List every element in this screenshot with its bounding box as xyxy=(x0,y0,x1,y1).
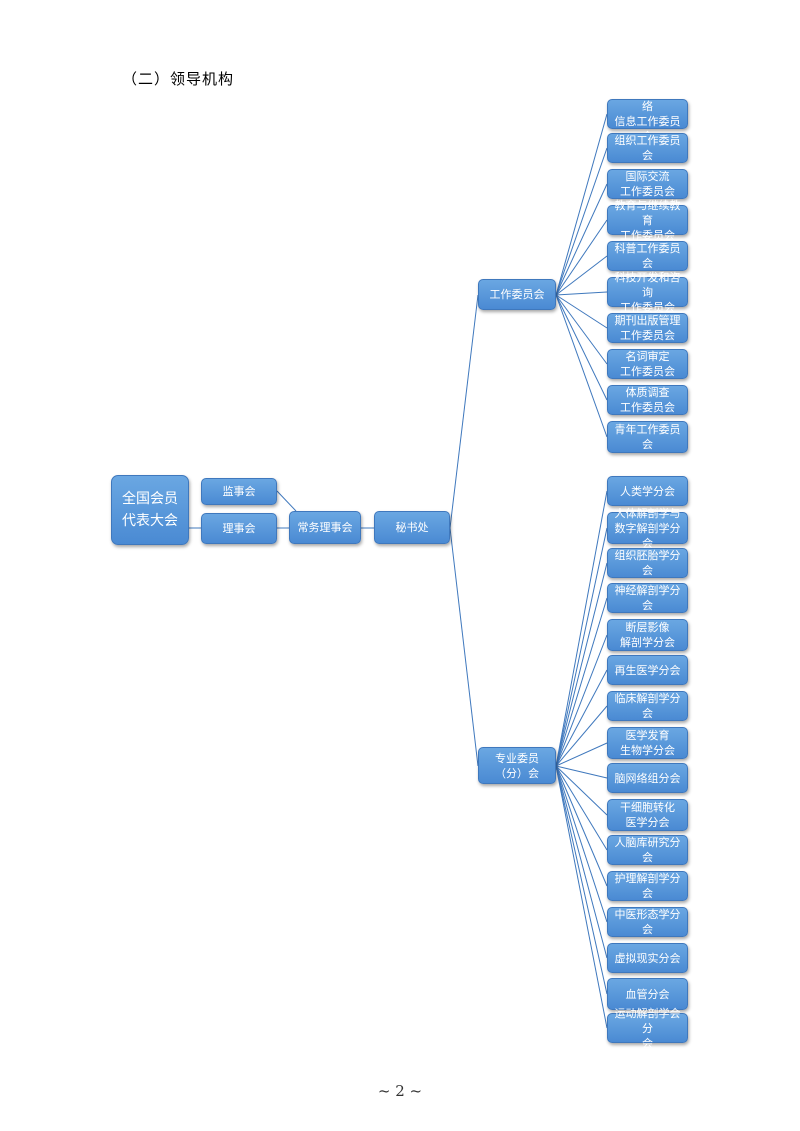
work-committee-10: 青年工作委员会 xyxy=(607,421,688,453)
connector-line-28 xyxy=(555,765,608,887)
connector-line-30 xyxy=(555,765,608,959)
special-committee-2: 人体解剖学与 数字解剖学分会 xyxy=(607,507,688,550)
connector-line-31 xyxy=(555,765,608,995)
node-council: 理事会 xyxy=(201,513,277,544)
node-supervisors: 监事会 xyxy=(201,478,277,505)
connector-line-22 xyxy=(555,669,608,767)
work-committee-8: 名词审定 工作委员会 xyxy=(607,349,688,379)
connector-line-11 xyxy=(555,255,608,296)
connector-line-16 xyxy=(555,294,608,438)
work-committee-5: 科普工作委员会 xyxy=(607,241,688,271)
work-committee-2: 组织工作委员会 xyxy=(607,133,688,163)
special-committee-4: 神经解剖学分会 xyxy=(607,583,688,613)
connector-line-5 xyxy=(449,294,479,529)
node-work-committees: 工作委员会 xyxy=(478,279,556,310)
special-committee-5: 断层影像 解剖学分会 xyxy=(607,619,688,651)
connector-line-24 xyxy=(555,742,608,767)
special-committee-13: 中医形态学分会 xyxy=(607,907,688,937)
connector-line-7 xyxy=(555,113,608,296)
section-heading: （二）领导机构 xyxy=(122,70,235,88)
special-committee-15: 血管分会 xyxy=(607,978,688,1010)
connector-line-10 xyxy=(555,219,608,296)
connector-line-25 xyxy=(555,765,608,779)
connector-line-29 xyxy=(555,765,608,923)
work-committee-6: 科技开发和咨询 工作委员会 xyxy=(607,271,688,314)
work-committee-4: 教育与继续教育 工作委员会 xyxy=(607,199,688,242)
connector-line-17 xyxy=(555,490,608,767)
connector-line-23 xyxy=(555,705,608,767)
node-standing-council: 常务理事会 xyxy=(289,511,361,544)
work-committee-9: 体质调查 工作委员会 xyxy=(607,385,688,415)
connector-line-13 xyxy=(555,294,608,329)
connector-line-2 xyxy=(276,490,297,512)
node-congress: 全国会员 代表大会 xyxy=(111,475,189,545)
special-committee-12: 护理解剖学分会 xyxy=(607,871,688,901)
node-special-committees: 专业委员 （分）会 xyxy=(478,747,556,784)
connector-line-27 xyxy=(555,765,608,851)
connector-line-12 xyxy=(555,291,608,296)
page-number: ~ 2 ~ xyxy=(377,1082,423,1100)
work-committee-3: 国际交流 工作委员会 xyxy=(607,169,688,199)
connector-line-32 xyxy=(555,765,608,1029)
connector-line-21 xyxy=(555,634,608,767)
connector-line-8 xyxy=(555,147,608,296)
connector-line-15 xyxy=(555,294,608,401)
connector-line-18 xyxy=(555,527,608,767)
special-committee-9: 脑网络组分会 xyxy=(607,763,688,793)
special-committee-16: 运动解剖学会分 会 xyxy=(607,1007,688,1050)
connector-line-9 xyxy=(555,183,608,296)
connector-line-19 xyxy=(555,562,608,767)
special-committee-1: 人类学分会 xyxy=(607,476,688,506)
special-committee-14: 虚拟现实分会 xyxy=(607,943,688,973)
work-committee-7: 期刊出版管理 工作委员会 xyxy=(607,313,688,343)
connector-line-6 xyxy=(449,527,479,767)
special-committee-6: 再生医学分会 xyxy=(607,655,688,685)
connector-line-20 xyxy=(555,597,608,767)
special-committee-10: 干细胞转化 医学分会 xyxy=(607,799,688,831)
special-committee-3: 组织胚胎学分会 xyxy=(607,548,688,578)
connector-line-26 xyxy=(555,765,608,816)
special-committee-11: 人脑库研究分会 xyxy=(607,835,688,865)
node-secretariat: 秘书处 xyxy=(374,511,450,544)
connector-line-14 xyxy=(555,294,608,365)
work-committee-1: 学术交流与网络 信息工作委员会 xyxy=(607,85,688,143)
special-committee-8: 医学发育 生物学分会 xyxy=(607,727,688,759)
special-committee-7: 临床解剖学分会 xyxy=(607,691,688,721)
